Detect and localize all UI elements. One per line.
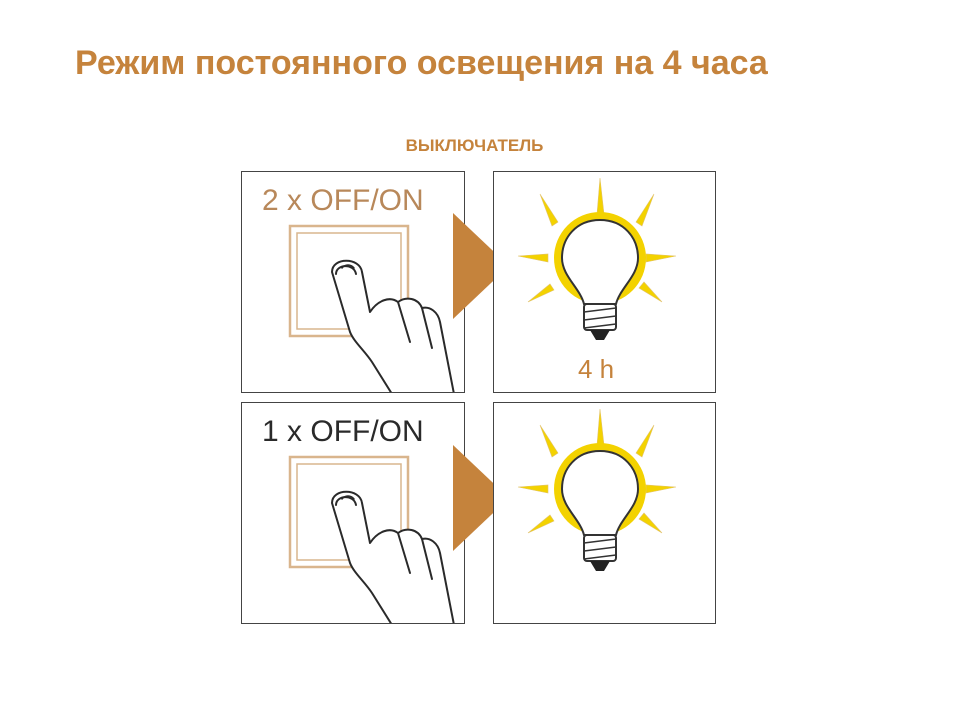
switch-panel-row2: 1 x OFF/ON — [241, 402, 465, 624]
light-bulb-icon — [517, 408, 677, 571]
switch-subtitle: ВЫКЛЮЧАТЕЛЬ — [405, 136, 544, 155]
light-bulb-icon — [517, 177, 677, 340]
action-label-row2: 1 x OFF/ON — [262, 415, 424, 448]
switch-panel-row1: 2 x OFF/ON — [241, 171, 465, 393]
action-label-row1: 2 x OFF/ON — [262, 184, 424, 217]
arrow-right-icon — [453, 445, 509, 551]
bulb-panel-row1: 4 h — [493, 171, 716, 393]
page-title: Режим постоянного освещения на 4 часа — [75, 44, 768, 82]
bulb-panel-row2 — [493, 402, 716, 624]
hand-pressing-switch-icon — [288, 224, 455, 392]
duration-label: 4 h — [578, 354, 615, 384]
arrow-right-icon — [453, 213, 509, 319]
hand-pressing-switch-icon — [288, 455, 455, 623]
